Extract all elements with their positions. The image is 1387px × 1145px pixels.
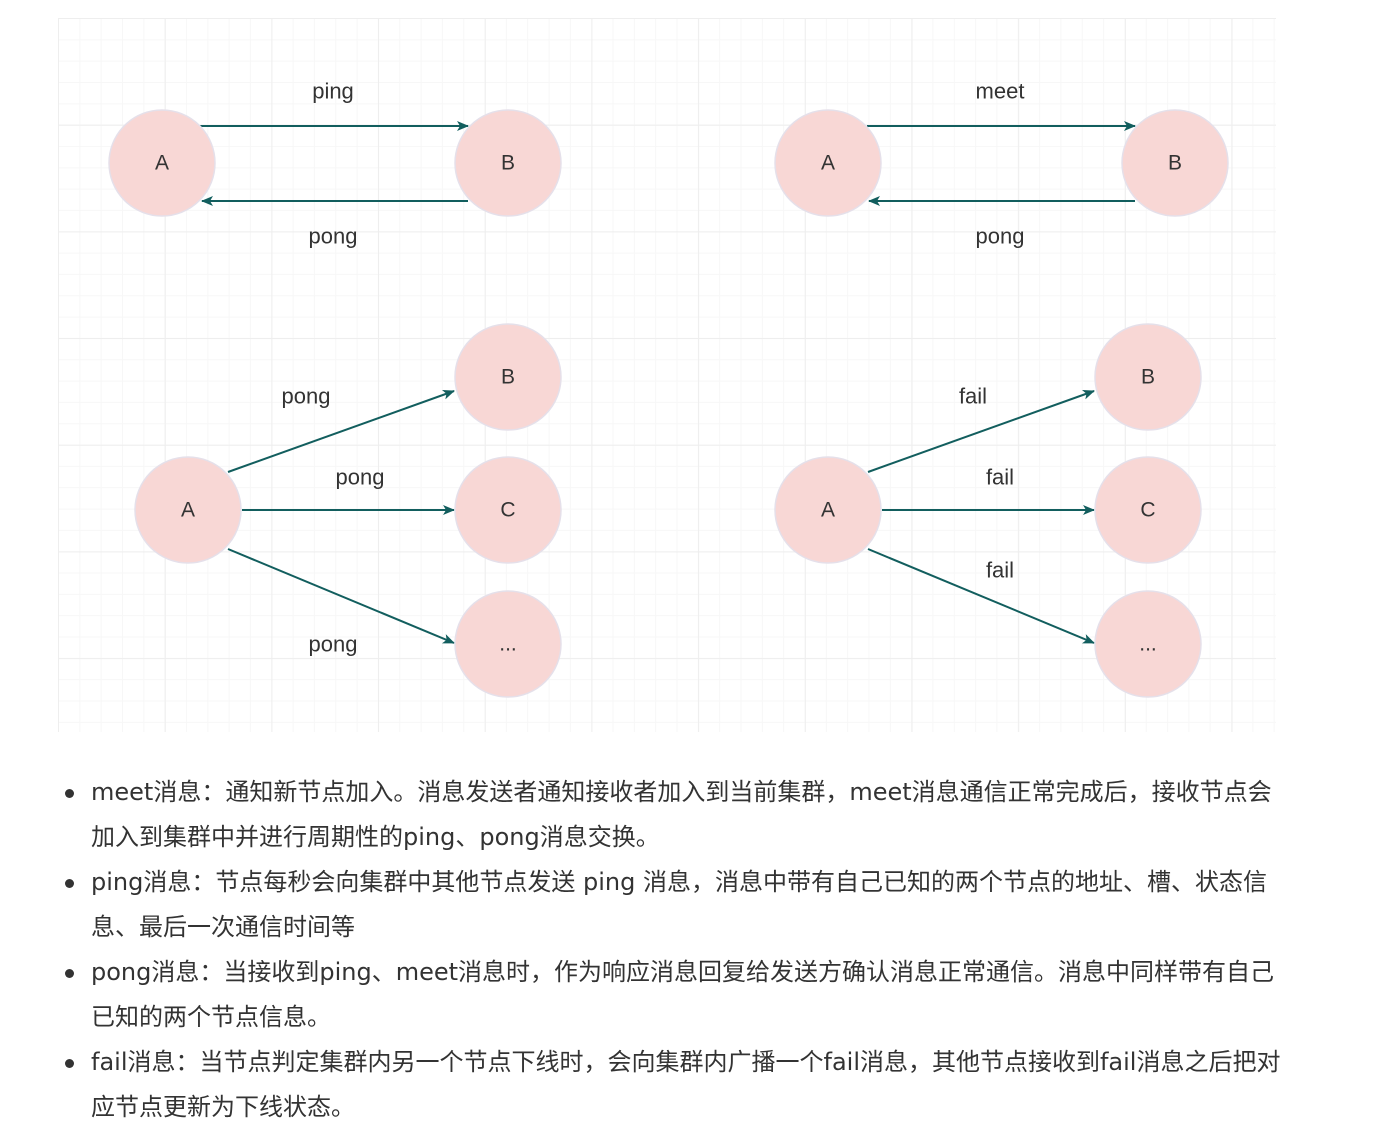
bullet-dot-icon: [65, 969, 74, 978]
list-item-text: ping消息：节点每秒会向集群中其他节点发送 ping 消息，消息中带有自己已知…: [91, 868, 1267, 941]
node-a-label: A: [821, 499, 835, 522]
list-item: fail消息：当节点判定集群内另一个节点下线时，会向集群内广播一个fail消息，…: [64, 1040, 1284, 1130]
node-more-label: ...: [1139, 633, 1157, 656]
node-more: [1094, 590, 1202, 698]
fail-edge-to-b-label: fail: [959, 384, 987, 409]
message-type-list: meet消息：通知新节点加入。消息发送者通知接收者加入到当前集群，meet消息通…: [64, 770, 1284, 1130]
node-b: [454, 109, 562, 217]
node-c-label: C: [1140, 499, 1155, 522]
node-a: [774, 456, 882, 564]
pong-broadcast-panel: A B C ... pong pong pong: [134, 323, 562, 698]
pong-edge-to-c-label: pong: [336, 465, 385, 490]
bullet-dot-icon: [65, 879, 74, 888]
node-b-label: B: [1141, 366, 1155, 389]
node-b: [454, 323, 562, 431]
pong-edge-to-b-label: pong: [282, 384, 331, 409]
node-b: [1094, 323, 1202, 431]
pong-edge-to-b: [227, 390, 455, 473]
list-item: ping消息：节点每秒会向集群中其他节点发送 ping 消息，消息中带有自己已知…: [64, 860, 1284, 950]
pong-edge-label: pong: [976, 224, 1025, 249]
node-b-label: B: [501, 152, 515, 175]
ping-edge-label: ping: [312, 79, 354, 104]
fail-edge-to-b: [867, 390, 1095, 473]
list-item: meet消息：通知新节点加入。消息发送者通知接收者加入到当前集群，meet消息通…: [64, 770, 1284, 860]
fail-edge-to-more-label: fail: [986, 558, 1014, 583]
list-item-text: meet消息：通知新节点加入。消息发送者通知接收者加入到当前集群，meet消息通…: [91, 778, 1272, 851]
node-a: [134, 456, 242, 564]
meet-pong-panel: A B meet pong: [774, 79, 1229, 249]
ping-pong-panel: A B ping pong: [108, 79, 562, 249]
node-a: [108, 109, 216, 217]
node-b-label: B: [501, 366, 515, 389]
node-a-label: A: [181, 499, 195, 522]
node-a: [774, 109, 882, 217]
pong-edge-to-more: [227, 548, 455, 644]
diagram-canvas: A B ping pong A B meet pong: [108, 79, 1229, 698]
meet-edge-label: meet: [976, 79, 1025, 104]
node-c: [1094, 456, 1202, 564]
bullet-dot-icon: [65, 1059, 74, 1068]
node-b: [1121, 109, 1229, 217]
cluster-message-diagram: A B ping pong A B meet pong: [58, 18, 1276, 732]
node-more: [454, 590, 562, 698]
list-item: pong消息：当接收到ping、meet消息时，作为响应消息回复给发送方确认消息…: [64, 950, 1284, 1040]
node-c-label: C: [500, 499, 515, 522]
node-more-label: ...: [499, 633, 517, 656]
node-a-label: A: [821, 152, 835, 175]
fail-broadcast-panel: A B C ... fail fail fail: [774, 323, 1202, 698]
fail-edge-to-c-label: fail: [986, 465, 1014, 490]
bullet-dot-icon: [65, 789, 74, 798]
pong-edge-label: pong: [309, 224, 358, 249]
list-item-text: pong消息：当接收到ping、meet消息时，作为响应消息回复给发送方确认消息…: [91, 958, 1275, 1031]
pong-edge-to-more-label: pong: [309, 632, 358, 657]
node-c: [454, 456, 562, 564]
node-a-label: A: [155, 152, 169, 175]
fail-edge-to-more: [867, 548, 1095, 644]
list-item-text: fail消息：当节点判定集群内另一个节点下线时，会向集群内广播一个fail消息，…: [91, 1048, 1281, 1121]
node-b-label: B: [1168, 152, 1182, 175]
